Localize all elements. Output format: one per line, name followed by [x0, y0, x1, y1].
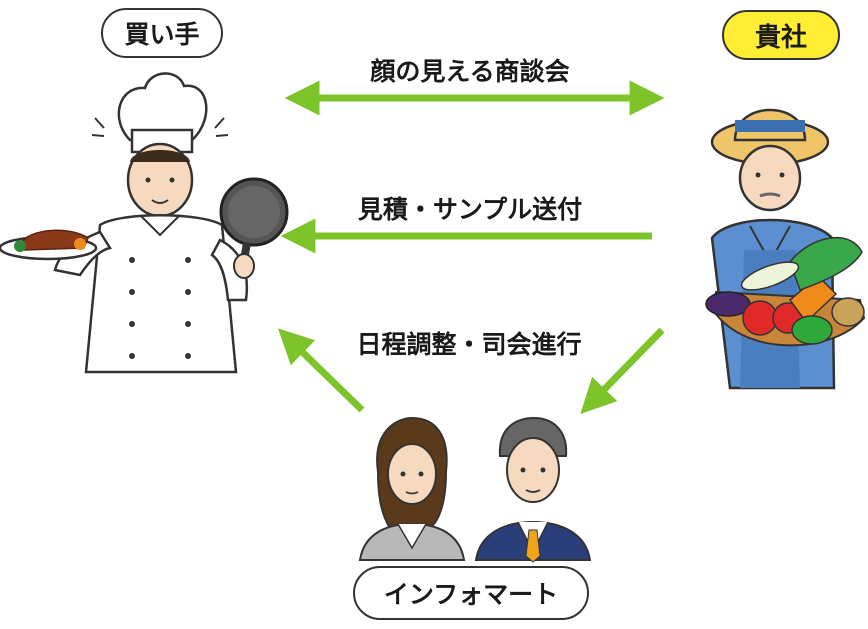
company-label: 貴社 [722, 10, 840, 60]
schedule-flow-label: 日程調整・司会進行 [356, 330, 582, 359]
schedule-arrow-to-buyer [277, 328, 365, 413]
chef-icon [0, 72, 289, 374]
schedule-arrow-to-company [580, 327, 665, 415]
meeting-flow-label: 顔の見える商談会 [370, 57, 570, 86]
estimate-flow-label: 見積・サンプル送付 [357, 195, 583, 224]
farmer-icon [705, 108, 866, 390]
infomart-label: インフォマート [353, 566, 589, 620]
business-people-icon [358, 416, 592, 563]
buyer-label: 買い手 [101, 8, 223, 58]
